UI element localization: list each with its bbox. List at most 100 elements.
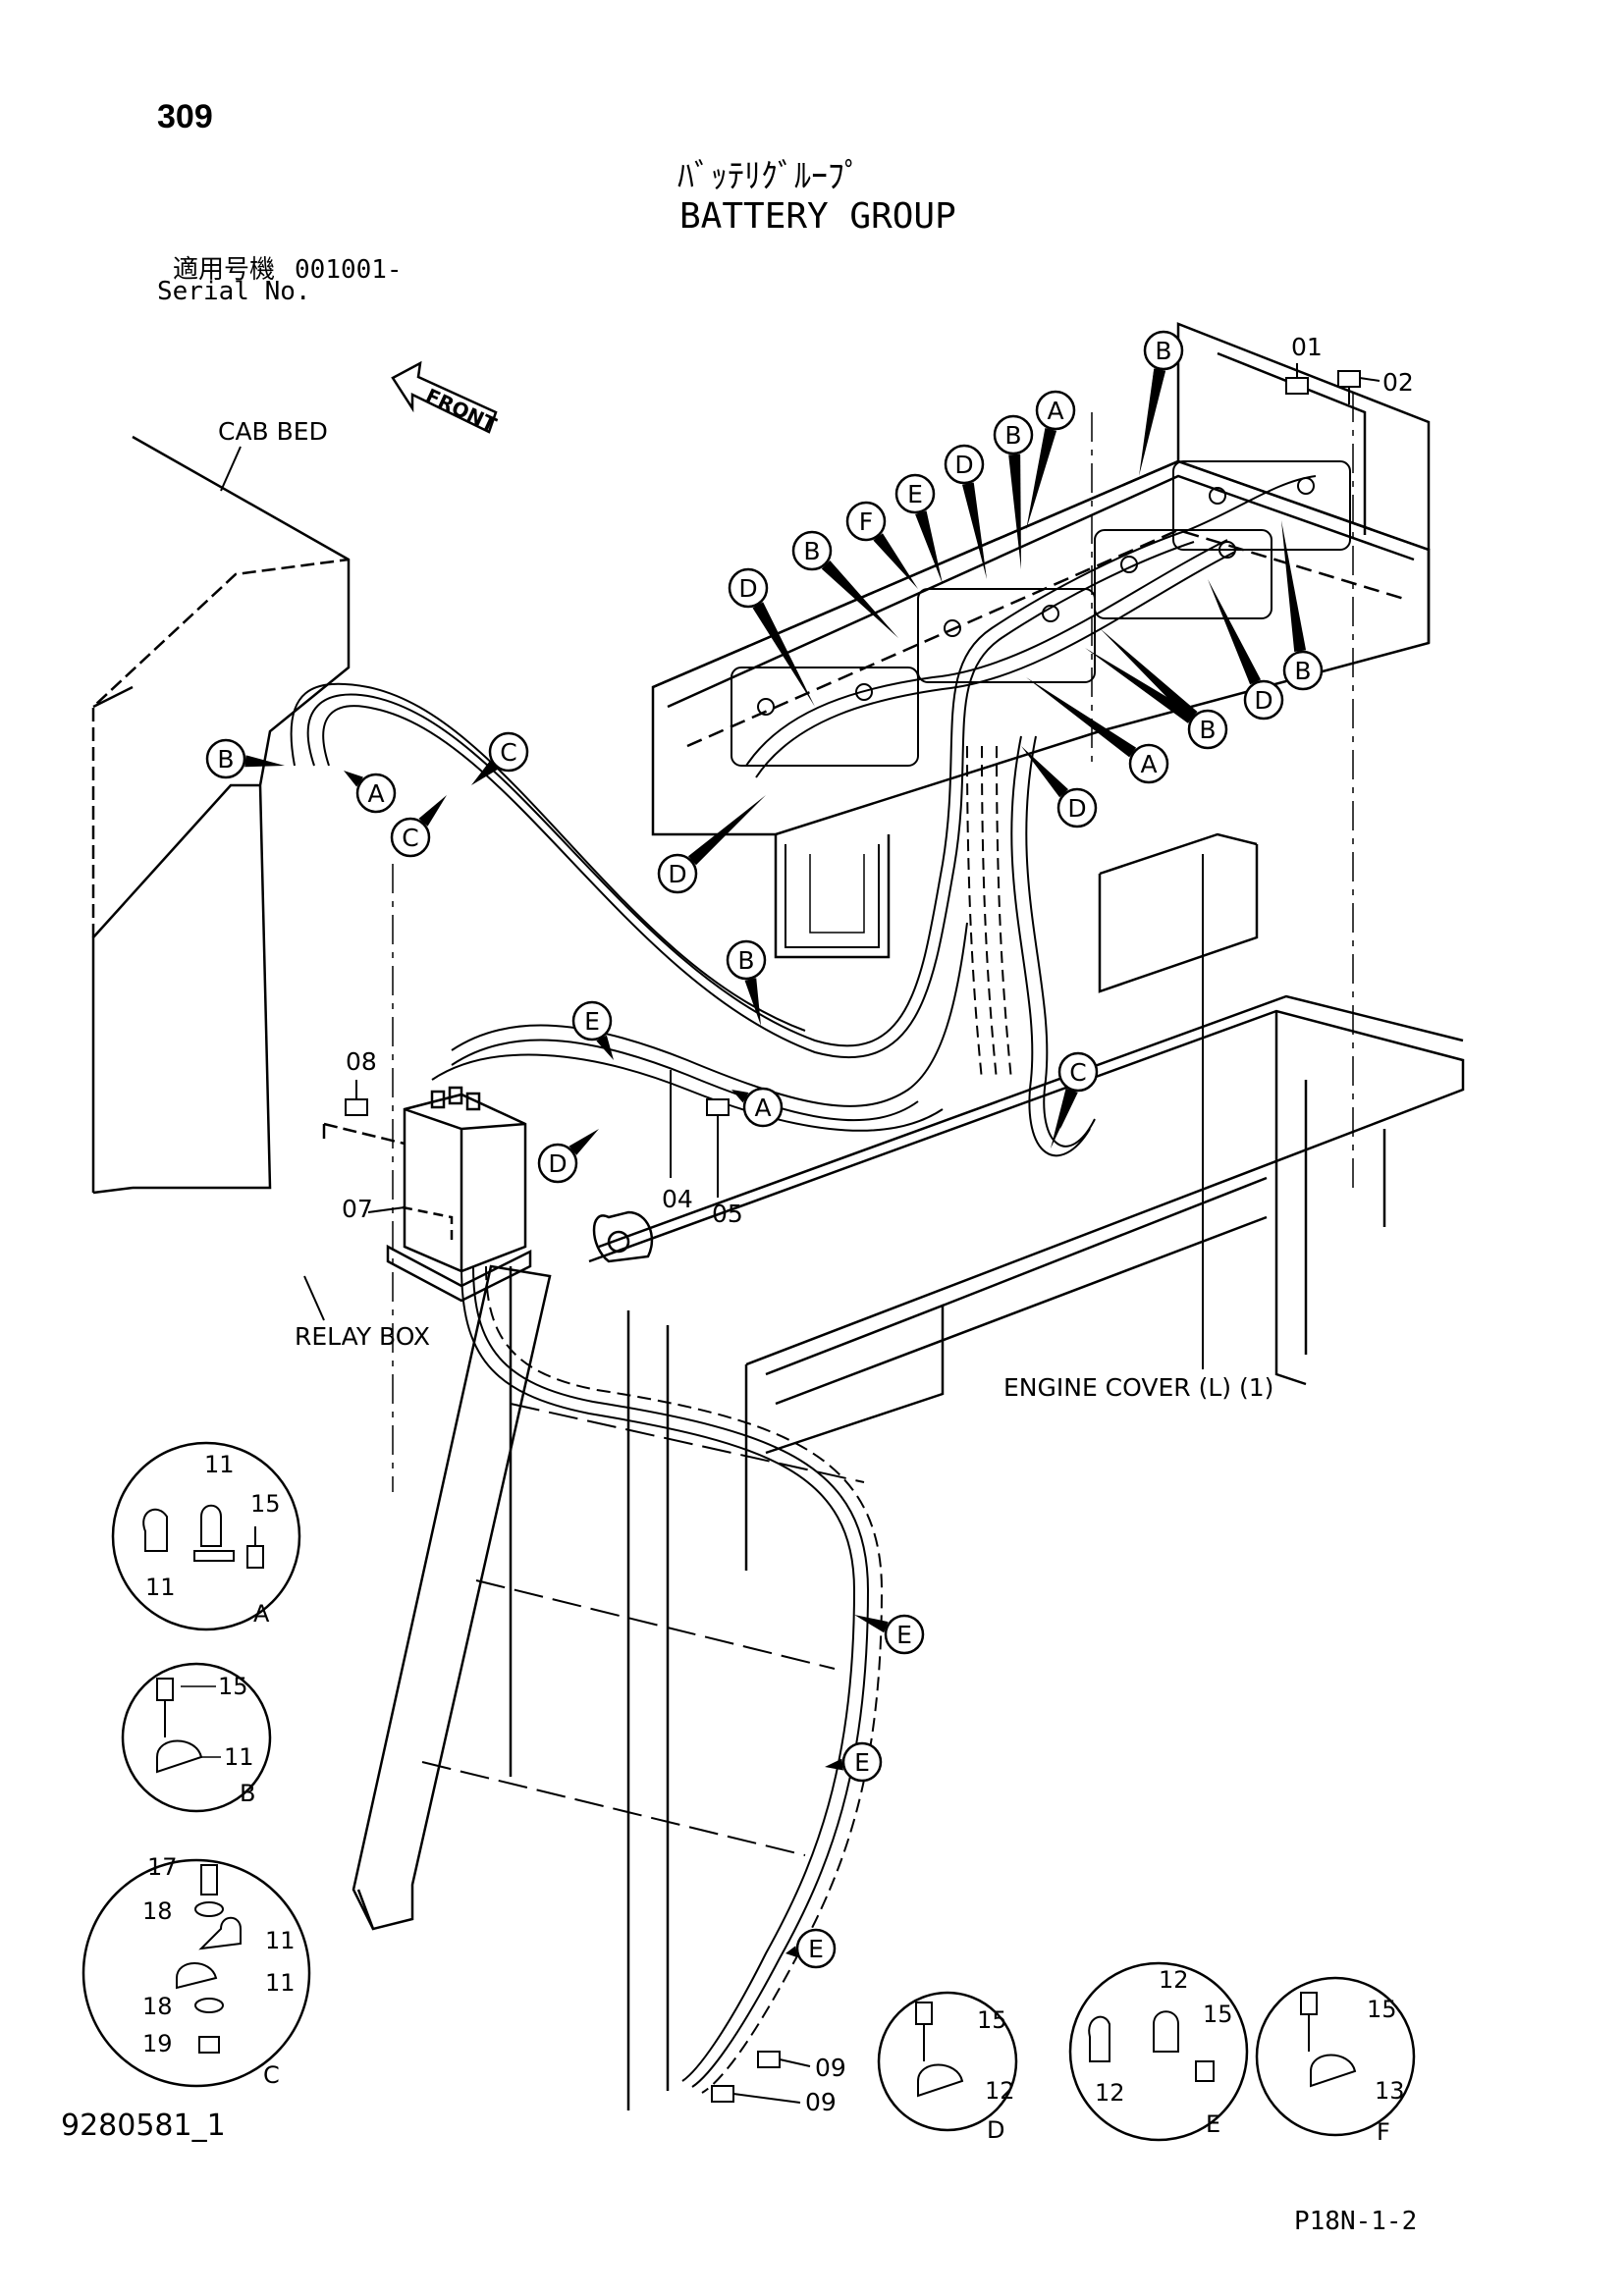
clamp-callout-e: E bbox=[571, 1000, 614, 1060]
bolt-02-icon bbox=[1337, 370, 1380, 404]
engine-cover-frame bbox=[588, 832, 1465, 2110]
detail-f-part-15: 15 bbox=[1367, 1996, 1397, 2023]
clamp-callout-d: D bbox=[1021, 746, 1098, 828]
clamp-callout-f: F bbox=[845, 501, 918, 589]
batteries bbox=[731, 460, 1351, 767]
callout-letter: A bbox=[367, 779, 384, 808]
clamp-callout-c: C bbox=[390, 795, 447, 858]
callout-circle bbox=[1057, 1051, 1099, 1093]
callout-circle bbox=[795, 1928, 837, 1969]
part-ref-01: 01 bbox=[1291, 333, 1323, 361]
callout-circle bbox=[571, 1000, 613, 1041]
detail-e-letter: E bbox=[1206, 2110, 1220, 2138]
page-number: 309 bbox=[157, 98, 213, 135]
clamp-callout-d: D bbox=[728, 567, 815, 707]
front-direction-arrow: FRONT bbox=[391, 360, 501, 437]
callout-leader bbox=[1100, 628, 1198, 721]
callout-leader bbox=[1144, 368, 1166, 452]
detail-view-f: 15 13 F bbox=[1255, 1976, 1416, 2146]
callout-leader bbox=[915, 510, 943, 584]
callout-leader bbox=[1026, 427, 1057, 530]
bolt-05-icon bbox=[706, 1098, 730, 1198]
clamp-callout-b: B bbox=[1281, 520, 1324, 691]
clamp-callout-e: E bbox=[894, 473, 943, 584]
callout-circle bbox=[894, 473, 936, 514]
callout-letter: D bbox=[548, 1149, 567, 1178]
detail-b-part-11: 11 bbox=[224, 1743, 254, 1771]
access-ladder bbox=[352, 1264, 865, 1931]
cab-bed-label: CAB BED bbox=[218, 417, 328, 492]
engine-cover-text: ENGINE COVER (L) (1) bbox=[1003, 1373, 1273, 1402]
callout-circle bbox=[205, 738, 246, 779]
callout-leader bbox=[731, 1090, 749, 1103]
clamp-callout-c: C bbox=[1051, 1051, 1099, 1148]
callout-leader bbox=[244, 755, 285, 768]
callout-letter: B bbox=[1199, 716, 1216, 744]
detail-f-letter: F bbox=[1377, 2118, 1390, 2146]
callout-circle bbox=[1056, 787, 1098, 828]
clamp-callout-a: A bbox=[1026, 677, 1169, 784]
bolt-09-a-icon bbox=[757, 2051, 811, 2068]
detail-e-part-12-top: 12 bbox=[1159, 1966, 1189, 1994]
callout-leader bbox=[1208, 579, 1262, 685]
serial-number-value: 001001- bbox=[295, 255, 403, 285]
detail-c-part-17: 17 bbox=[147, 1853, 178, 1881]
drawing-number: 9280581_1 bbox=[61, 2109, 226, 2143]
front-text: FRONT bbox=[422, 384, 501, 437]
clamp-callout-a: A bbox=[344, 771, 397, 814]
clamp-callout-d: D bbox=[944, 444, 987, 579]
cab-bed-text: CAB BED bbox=[218, 417, 328, 446]
callout-circle bbox=[1243, 679, 1284, 721]
callout-circle bbox=[884, 1614, 925, 1655]
callout-leader bbox=[825, 1758, 843, 1771]
part-bolts bbox=[345, 363, 1380, 2104]
detail-d-part-12: 12 bbox=[985, 2077, 1015, 2105]
callout-letter: D bbox=[954, 451, 973, 479]
detail-view-c: 17 18 11 11 18 19 C bbox=[81, 1853, 311, 2089]
detail-e-part-15: 15 bbox=[1203, 2001, 1233, 2028]
callout-circle bbox=[657, 853, 698, 894]
clamp-callout-e: E bbox=[825, 1741, 883, 1783]
part-ref-09-b: 09 bbox=[805, 2088, 837, 2116]
clamp-callout-b: B bbox=[791, 530, 898, 638]
callout-circle bbox=[1143, 330, 1184, 371]
callout-circle bbox=[728, 567, 769, 609]
detail-d-letter: D bbox=[987, 2116, 1004, 2144]
detail-a-part-15: 15 bbox=[250, 1490, 281, 1518]
part-ref-04: 04 bbox=[662, 1185, 693, 1213]
callout-circle bbox=[488, 731, 529, 773]
part-ref-08: 08 bbox=[346, 1047, 377, 1076]
part-ref-09-a: 09 bbox=[815, 2054, 846, 2082]
callout-circle bbox=[726, 939, 767, 981]
center-lines bbox=[392, 393, 1354, 1492]
detail-c-part-11-top: 11 bbox=[265, 1927, 296, 1954]
callout-circle bbox=[1187, 709, 1228, 750]
callout-letter: C bbox=[1069, 1058, 1086, 1087]
detail-view-d: 15 12 D bbox=[877, 1991, 1018, 2144]
callout-letter: E bbox=[584, 1007, 600, 1036]
callout-letter: D bbox=[1254, 686, 1272, 715]
callout-leader bbox=[1085, 648, 1195, 723]
callout-letter: E bbox=[854, 1748, 870, 1777]
callout-leader bbox=[1051, 1088, 1077, 1148]
callout-letter: D bbox=[1067, 794, 1086, 823]
callout-letter: C bbox=[500, 738, 516, 767]
callout-leader bbox=[821, 561, 898, 638]
callout-letter: E bbox=[808, 1935, 824, 1963]
callout-letter: A bbox=[754, 1094, 771, 1122]
callout-leader bbox=[568, 1129, 599, 1155]
detail-a-part-11-bottom: 11 bbox=[145, 1574, 176, 1601]
bolt-01-icon bbox=[1285, 363, 1309, 395]
callout-circle bbox=[1128, 743, 1169, 784]
callout-leader bbox=[418, 795, 447, 827]
callout-circle bbox=[390, 817, 431, 858]
detail-view-a: 11 15 11 A bbox=[111, 1441, 301, 1631]
page-title: BATTERY GROUP bbox=[679, 196, 956, 237]
callout-leader bbox=[1026, 677, 1137, 758]
relay-box-text: RELAY BOX bbox=[295, 1322, 430, 1351]
part-ref-02: 02 bbox=[1382, 368, 1414, 397]
callout-leader bbox=[344, 771, 364, 787]
